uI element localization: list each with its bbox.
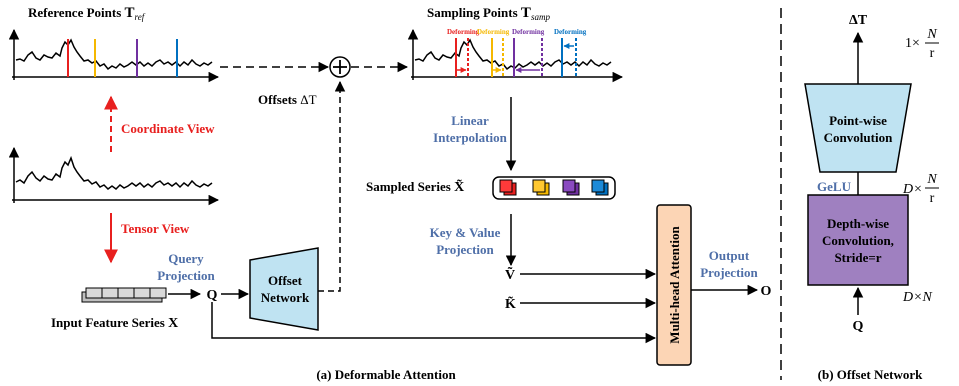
pointwise-conv-block (804, 83, 912, 173)
q-to-attention-arrow (211, 302, 657, 344)
tensor-series-line (15, 155, 213, 190)
svg-text:1×: 1× (905, 36, 920, 51)
sampling-points-plot: Sampling Points Tsamp Deforming Deformin… (407, 5, 624, 83)
query-projection-label-1: Query (168, 251, 204, 266)
svg-text:r: r (930, 191, 935, 206)
svg-text:N: N (926, 27, 937, 42)
samp-title: Sampling Points Tsamp (427, 5, 550, 22)
tensor-view-label: Tensor View (121, 221, 190, 236)
offset-network-label-2: Network (261, 290, 310, 305)
dim-annotation-3: D×N (902, 290, 933, 305)
ref-series-line (15, 38, 213, 71)
offset-network-block (249, 247, 319, 331)
k-label: K̃ (505, 295, 516, 312)
deforming-label-blue: Deforming (554, 28, 587, 36)
reference-points-plot: Reference Points Tref (8, 5, 220, 83)
svg-text:N: N (926, 172, 937, 187)
sampled-series-label: Sampled Series X̃ (366, 178, 464, 195)
output-projection-label-2: Projection (700, 265, 758, 280)
o-label: O (761, 284, 772, 299)
depthwise-conv-block (807, 194, 909, 286)
svg-text:r: r (930, 46, 935, 61)
q-label: Q (207, 288, 218, 303)
pointwise-conv-label-2: Convolution (824, 130, 893, 145)
offsets-arrow (318, 80, 346, 292)
kv-projection-label-2: Projection (436, 242, 494, 257)
ref-title: Reference Points Tref (28, 5, 146, 22)
deforming-label-red: Deforming (447, 28, 480, 36)
svg-text:D×: D× (902, 182, 923, 197)
dim-annotation-1: 1× N r (905, 27, 939, 61)
offset-network-caption: (b) Offset Network (818, 367, 923, 382)
linear-interp-label-1: Linear (451, 113, 489, 128)
delta-t-label: ΔT (849, 13, 868, 28)
query-projection-label-2: Projection (157, 268, 215, 283)
pointwise-conv-label-1: Point-wise (829, 113, 887, 128)
multi-head-attention-label: Multi-head Attention (667, 226, 682, 344)
linear-interp-label-2: Interpolation (433, 130, 507, 145)
deformable-attention-caption: (a) Deformable Attention (316, 367, 456, 382)
right-q-label: Q (853, 319, 864, 334)
multi-head-attention-block (656, 204, 692, 366)
depthwise-conv-label-3: Stride=r (834, 250, 881, 265)
sampled-series-blocks (492, 176, 616, 200)
offset-network-label-1: Offset (268, 273, 303, 288)
dim-annotation-2: D× N r (902, 172, 939, 206)
offsets-label: Offsets ΔT (258, 92, 317, 107)
coordinate-view-label: Coordinate View (121, 121, 215, 136)
deforming-label-purple: Deforming (512, 28, 545, 36)
input-feature-series-blocks (81, 287, 167, 303)
depthwise-conv-label-1: Depth-wise (827, 216, 889, 231)
output-projection-label-1: Output (709, 248, 750, 263)
depthwise-conv-label-2: Convolution, (822, 233, 894, 248)
deforming-label-orange: Deforming (477, 28, 510, 36)
v-label: Ṽ (505, 265, 515, 283)
kv-projection-label-1: Key & Value (430, 225, 501, 240)
input-feature-series-label: Input Feature Series X (51, 315, 178, 331)
gelu-label: GeLU (817, 179, 852, 194)
tensor-view-plot (8, 146, 220, 206)
